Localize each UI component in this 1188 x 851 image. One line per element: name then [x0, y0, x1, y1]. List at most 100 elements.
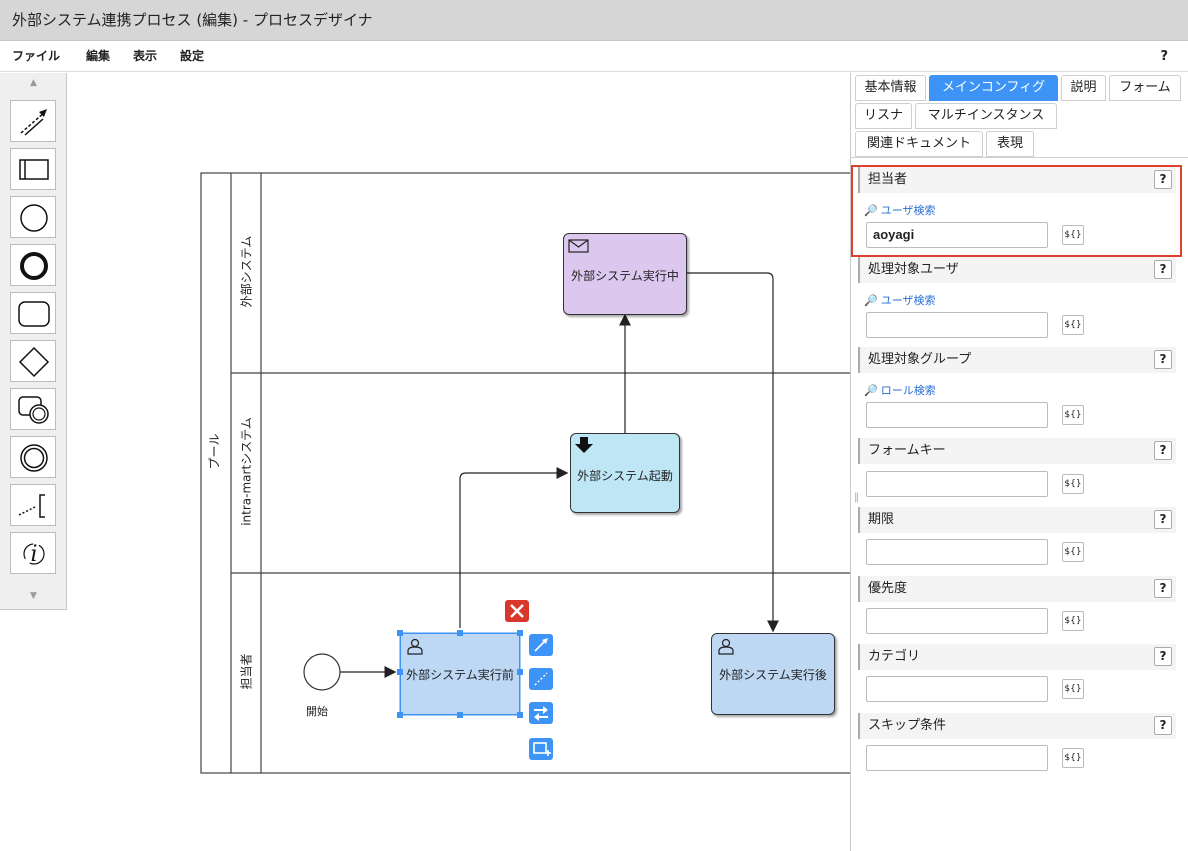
expression-button[interactable]: ${} [1062, 748, 1084, 768]
node-label: 外部システム実行中 [571, 269, 679, 283]
expression-button[interactable]: ${} [1062, 315, 1084, 335]
help-button[interactable]: ? [1160, 49, 1168, 64]
search-link-label: ユーザ検索 [880, 294, 936, 307]
user-search-link[interactable]: 🔎ユーザ検索 [864, 292, 935, 308]
priority-input[interactable] [866, 608, 1048, 634]
expression-button[interactable]: ${} [1062, 405, 1084, 425]
resize-handle[interactable] [397, 669, 403, 675]
resize-handle[interactable] [517, 712, 523, 718]
connect-sequence-icon[interactable] [529, 634, 553, 656]
task-icon[interactable] [10, 292, 56, 334]
node-label: 外部システム実行前 [406, 668, 514, 682]
start-event-icon[interactable] [10, 196, 56, 238]
tab-expression[interactable]: 表現 [986, 131, 1034, 157]
tab-form[interactable]: フォーム [1109, 75, 1181, 101]
field-label: スキップ条件 [868, 718, 947, 733]
resize-handle[interactable] [517, 669, 523, 675]
delete-icon[interactable] [505, 600, 529, 622]
expression-button[interactable]: ${} [1062, 542, 1084, 562]
lane-label-external: 外部システム [239, 235, 254, 308]
expression-button[interactable]: ${} [1062, 611, 1084, 631]
user-search-link[interactable]: 🔎ユーザ検索 [864, 202, 935, 218]
resize-handle[interactable] [517, 630, 523, 636]
role-search-link[interactable]: 🔎ロール検索 [864, 382, 936, 398]
pool-label: プール [207, 433, 222, 470]
subprocess-icon[interactable] [10, 388, 56, 430]
field-label: フォームキー [868, 443, 946, 458]
resize-handle[interactable] [457, 712, 463, 718]
form-key-input[interactable] [866, 471, 1048, 497]
tab-multi-instance[interactable]: マルチインスタンス [915, 103, 1057, 129]
menu-view[interactable]: 表示 [133, 49, 158, 63]
field-header-target-user: 処理対象ユーザ ? [858, 257, 1176, 283]
help-button[interactable]: ? [1154, 716, 1172, 735]
field-header-skip-condition: スキップ条件 ? [858, 713, 1176, 739]
menu-edit[interactable]: 編集 [86, 49, 111, 63]
search-link-label: ユーザ検索 [880, 204, 936, 217]
task-external-running[interactable]: 外部システム実行中 [563, 233, 687, 315]
connect-arrow-icon[interactable] [10, 100, 56, 142]
help-button[interactable]: ? [1154, 647, 1172, 666]
field-header-target-group: 処理対象グループ ? [858, 347, 1176, 373]
help-button[interactable]: ? [1154, 260, 1172, 279]
start-event-label: 開始 [306, 705, 328, 718]
tab-main-config[interactable]: メインコンフィグ [929, 75, 1058, 101]
expression-button[interactable]: ${} [1062, 679, 1084, 699]
assignee-input[interactable]: aoyagi [866, 222, 1048, 248]
help-button[interactable]: ? [1154, 510, 1172, 529]
field-label: 処理対象グループ [868, 352, 972, 367]
tab-listener[interactable]: リスナ [855, 103, 912, 129]
resize-handle[interactable] [457, 630, 463, 636]
lane-icon[interactable] [10, 148, 56, 190]
tab-basic-info[interactable]: 基本情報 [855, 75, 926, 101]
target-user-input[interactable] [866, 312, 1048, 338]
target-group-input[interactable] [866, 402, 1048, 428]
user-icon [718, 638, 734, 655]
due-date-input[interactable] [866, 539, 1048, 565]
node-label: 外部システム起動 [577, 469, 673, 483]
resize-handle[interactable] [397, 630, 403, 636]
help-button[interactable]: ? [1154, 579, 1172, 598]
field-header-category: カテゴリ ? [858, 644, 1176, 670]
gateway-icon[interactable] [10, 340, 56, 382]
task-external-before[interactable]: 外部システム実行前 [400, 633, 520, 715]
window-title: 外部システム連携プロセス (編集) - プロセスデザイナ [0, 0, 1188, 41]
download-arrow-icon [575, 437, 593, 453]
field-header-due-date: 期限 ? [858, 507, 1176, 533]
svg-text:i: i [30, 542, 37, 567]
field-header-priority: 優先度 ? [858, 576, 1176, 602]
task-external-launch[interactable]: 外部システム起動 [570, 433, 680, 513]
expression-button[interactable]: ${} [1062, 225, 1084, 245]
add-node-icon[interactable] [529, 738, 553, 760]
field-label: 優先度 [868, 581, 908, 596]
change-type-icon[interactable] [529, 702, 553, 724]
category-input[interactable] [866, 676, 1048, 702]
splitter-handle[interactable]: ‖ [854, 492, 859, 503]
annotation-icon[interactable] [10, 484, 56, 526]
expression-button[interactable]: ${} [1062, 474, 1084, 494]
connect-association-icon[interactable] [529, 668, 553, 690]
lane-label-intramart: intra-martシステム [239, 417, 254, 526]
user-icon [407, 638, 423, 655]
palette-scroll-up-icon[interactable]: ▲ [30, 78, 37, 88]
search-link-label: ロール検索 [880, 384, 936, 397]
palette-scroll-down-icon[interactable]: ▼ [30, 591, 37, 601]
help-button[interactable]: ? [1154, 441, 1172, 460]
tabs-divider [850, 157, 1188, 158]
menu-file[interactable]: ファイル [12, 49, 61, 63]
skip-condition-input[interactable] [866, 745, 1048, 771]
tab-related-docs[interactable]: 関連ドキュメント [855, 131, 983, 157]
menu-settings[interactable]: 設定 [180, 49, 205, 63]
tab-description[interactable]: 説明 [1061, 75, 1106, 101]
info-icon[interactable]: i [10, 532, 56, 574]
help-button[interactable]: ? [1154, 350, 1172, 369]
intermediate-event-icon[interactable] [10, 436, 56, 478]
task-external-after[interactable]: 外部システム実行後 [711, 633, 835, 715]
resize-handle[interactable] [397, 712, 403, 718]
end-event-icon[interactable] [10, 244, 56, 286]
tool-palette: ▲ i ▼ [0, 73, 67, 610]
help-button[interactable]: ? [1154, 170, 1172, 189]
field-header-form-key: フォームキー ? [858, 438, 1176, 464]
diagram-canvas[interactable]: プール 外部システム intra-martシステム 担当者 外部システム実行中 … [68, 73, 850, 851]
diagram-lines [200, 172, 850, 774]
